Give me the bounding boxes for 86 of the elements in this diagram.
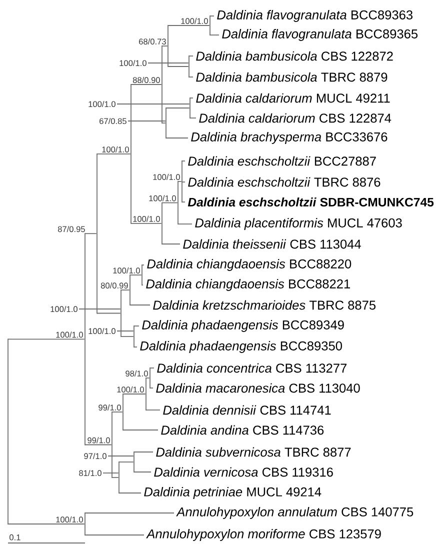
clade-line [118,462,120,494]
taxon-label: Daldinia theissenii CBS 113044 [183,239,361,249]
clade-line [130,84,132,224]
support-value: 100/1.0 [120,60,146,66]
taxon-label: Daldinia bambusicola TBRC 8879 [196,72,388,82]
branch-line [162,202,178,204]
taxon-label: Daldinia petriniae MUCL 49214 [144,487,322,499]
support-value: 80/0.99 [100,282,128,288]
support-value: 100/1.0 [133,216,160,222]
branch-line [8,338,85,340]
support-value: 100/1.0 [56,332,83,338]
taxon-label: Daldinia chiangdaoensis BCC88220 [147,259,352,271]
support-value: 100/1.0 [117,386,144,392]
clade-line [122,394,124,430]
branch-line [84,444,112,446]
leader-line [148,62,189,64]
taxon-label: Daldinia vernicosa CBS 119316 [154,467,333,477]
taxon-label: Daldinia placentiformis MUCL 47603 [195,218,402,230]
support-value: 100/1.0 [50,306,78,312]
branch-line [96,312,121,314]
branch-line [130,222,162,224]
taxon-label: Daldinia subvernicosa TBRC 8877 [156,447,351,457]
clade-line [188,56,190,78]
taxon-label: Daldinia caldariorum MUCL 49211 [196,93,390,103]
branch-line [130,304,150,306]
clade-line [120,290,122,337]
leader-line [78,308,121,310]
support-value: 81/1.0 [79,470,102,476]
branch-line [134,346,138,348]
clade-line [96,154,98,314]
support-value: 100/1.0 [56,516,83,522]
branch-line [142,264,144,266]
branch-line [178,181,182,182]
branch-line [112,477,119,478]
taxon-label: Daldinia caldariorum CBS 122874 [199,113,392,123]
support-value: 97/1.0 [84,452,106,460]
support-value: 100/1.0 [153,174,180,180]
branch-line [182,160,186,162]
leader-line [116,330,134,332]
branch-line [210,34,220,36]
taxon-label: Daldinia eschscholtzii BCC27887 [188,156,376,166]
branch-line [168,25,210,26]
taxon-label: Daldinia eschscholtzii SDBR-CMUNKC745 [188,198,434,207]
taxon-label: Annulohypoxylon moriforme CBS 123579 [146,529,381,541]
branch-line [162,122,166,124]
support-value: 100/1.0 [88,328,116,334]
support-value: 100/1.0 [88,100,116,108]
branch-line [84,512,174,514]
taxon-label: Daldinia concentrica CBS 113277 [157,363,346,373]
support-value: 68/0.73 [139,38,166,44]
branch-line [84,534,144,536]
support-value: 99/1.0 [88,437,110,444]
support-value: 67/0.85 [100,118,126,124]
support-value: 100/1.0 [102,146,129,152]
taxon-label: Daldinia eschscholtzii TBRC 8876 [188,177,380,187]
support-value: 88/0.90 [132,76,160,83]
branch-line [120,336,134,337]
clade-line [84,512,86,536]
leader-line [102,472,119,474]
branch-line [118,492,142,494]
leader-line [128,120,166,122]
branch-line [84,233,97,234]
taxon-label: Daldinia flavogranulata BCC89365 [222,29,418,41]
taxon-label: Daldinia kretzschmarioides TBRC 8875 [153,300,376,310]
support-value: 100/1.0 [149,195,176,202]
taxon-label: Daldinia brachysperma BCC33676 [191,132,388,144]
taxon-label: Daldinia bambusicola CBS 122872 [196,51,393,61]
branch-line [188,76,194,78]
support-value: 100/1.0 [181,18,208,24]
taxon-label: Daldinia phadaengensis BCC89350 [140,341,342,353]
taxon-label: Daldinia andina CBS 114736 [161,425,324,435]
branch-line [130,274,142,276]
support-value: 100/1.0 [113,267,140,274]
branch-line [168,66,189,67]
support-value: 99/1.0 [98,404,121,410]
branch-line [130,84,162,85]
support-value: 87/0.95 [58,226,85,232]
taxon-label: Daldinia flavogranulata BCC89363 [217,10,412,22]
scale-label: 0.1 [10,534,20,540]
clade-line [84,233,86,446]
support-value: 98/1.0 [126,370,148,376]
taxon-label: Daldinia phadaengensis BCC89349 [142,320,344,332]
taxon-label: Daldinia dennisii CBS 114741 [163,405,331,415]
taxon-label: Daldinia macaronesica CBS 113040 [156,383,360,393]
taxon-label: Daldinia chiangdaoensis BCC88221 [146,279,350,291]
taxon-label: Annulohypoxylon annulatum CBS 140775 [176,507,414,519]
